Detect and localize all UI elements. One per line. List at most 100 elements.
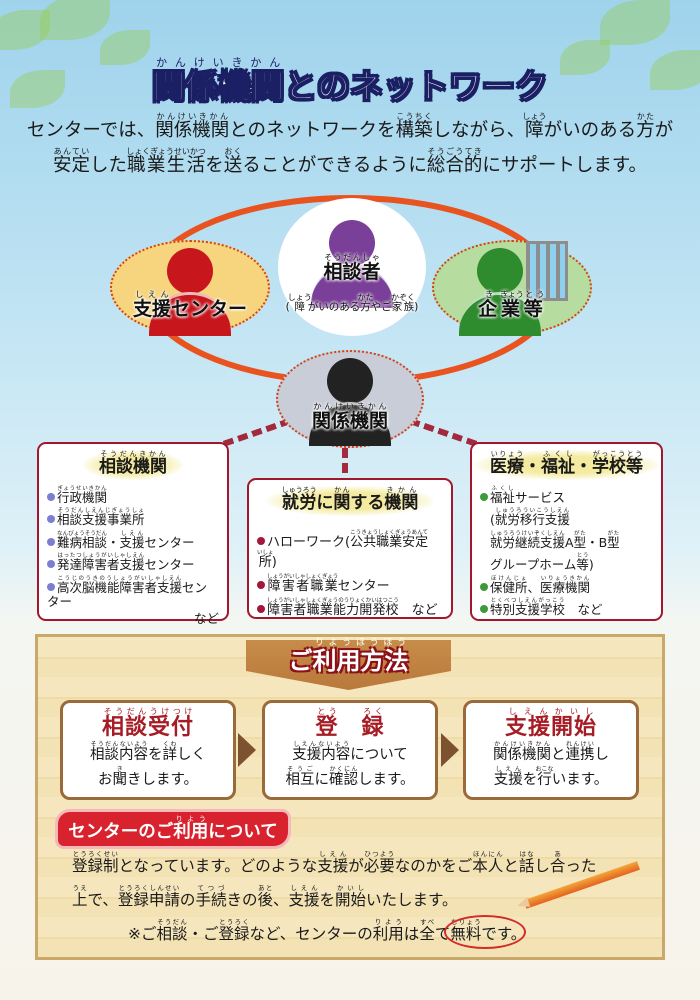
step-description: 相談内容そうだんないようを詳くわしく — [90, 741, 206, 763]
leaf-decoration — [600, 0, 670, 45]
ruby-text: 型がた — [573, 530, 587, 550]
ruby-text: 発達障害者支援はったつしょうがいしゃしえん — [57, 553, 145, 573]
box-item-list: ハローワーク(公共職業安定所こうきょうしょくぎょうあんていしょ)障害者職業しょう… — [249, 516, 451, 619]
ruby-text: 登録とうろく — [218, 918, 250, 943]
list-item: 障害者職業能力開発校しょうがいしゃしょくぎょうのうりょくかいはつこう など — [257, 598, 443, 619]
ruby-text: 関係機関かんけいきかん — [311, 402, 388, 432]
step-description: 関係機関かんけいきかんと連携れんけいし — [493, 741, 609, 763]
node-consultant: 相談者そうだんしゃ (障しょうがいのある方かたやご家族かぞく) — [278, 198, 426, 336]
ruby-text: 型がた — [607, 530, 620, 550]
ruby-text: 合あ — [549, 850, 566, 875]
ruby-text: 利用りよう — [372, 918, 404, 943]
list-item: 保健所ほけんじょ、医療機関いりょうきかん — [480, 576, 653, 595]
ruby-text: 相談そうだん — [156, 918, 188, 943]
ruby-text: 利用方法りようほうほう — [312, 638, 409, 675]
usage-title: ご利用方法りようほうほう — [288, 638, 409, 675]
bullet-icon — [47, 560, 55, 569]
list-item: 難病相談なんびょうそうだん・支援しえんセンター — [47, 531, 219, 550]
ruby-text: 手続てつづ — [195, 884, 227, 909]
step-description: 支援内容しえんないようについて — [292, 741, 408, 763]
ruby-text: 就労継続支援しゅうろうけいぞくしえん — [490, 530, 566, 550]
step-consultation: 相談受付そうだんうけつけ相談内容そうだんないようを詳くわしくお聞ききします。 — [60, 700, 236, 800]
step-registration: 登とう 録ろく支援内容しえんないようについて相互そうごに確認かくにんします。 — [262, 700, 438, 800]
ruby-text: 方かた — [636, 112, 655, 141]
bullet-icon — [480, 560, 488, 568]
ruby-text: 本人ほんにん — [472, 850, 504, 875]
ruby-text: 家族かぞく — [390, 293, 415, 313]
companies-label: 企き業ぎょう等とう — [434, 290, 590, 321]
bullet-icon — [257, 580, 265, 589]
bullet-icon — [480, 604, 488, 613]
ruby-text: 障害者職業しょうがいしゃしょくぎょう — [267, 573, 339, 594]
ruby-text: 上うえ — [72, 884, 88, 909]
ruby-text: 就労しゅうろう — [281, 486, 317, 513]
bullet-icon — [47, 515, 55, 524]
ruby-text: 聞き — [112, 765, 127, 788]
bullet-icon — [480, 582, 488, 591]
ruby-text: 開始かいし — [335, 884, 367, 909]
bullet-icon — [47, 582, 55, 591]
box-employment-agencies: 就労しゅうろうに関かんする機関きかんハローワーク(公共職業安定所こうきょうしょく… — [247, 478, 453, 619]
ruby-text: 支援しえん — [288, 884, 320, 909]
step-arrow-icon — [441, 733, 459, 767]
node-agencies: 関係機関かんけいきかん — [276, 350, 424, 448]
ruby-text: 障しょう — [287, 293, 312, 313]
ruby-text: 詳くわ — [162, 741, 178, 763]
list-item: 行政機関ぎょうせいきかん — [47, 486, 219, 505]
list-item: 福祉ふくしサービス — [480, 486, 653, 505]
ruby-text: 確認かくにん — [328, 765, 358, 788]
ruby-text: 録ろく — [361, 707, 385, 740]
person-icon — [309, 358, 391, 446]
ruby-text: 利用りよう — [173, 815, 209, 842]
bullet-icon — [47, 537, 55, 546]
consultant-label: 相談者そうだんしゃ — [278, 253, 426, 284]
person-icon — [311, 220, 393, 308]
ruby-text: 支援内容しえんないよう — [292, 741, 351, 763]
ruby-text: 話はな — [518, 850, 535, 875]
ruby-text: 医療いりょう — [490, 450, 524, 477]
ruby-text: 支援開始しえんかいし — [504, 707, 597, 740]
ruby-text: 公共職業安定所こうきょうしょくぎょうあんていしょ — [257, 530, 429, 570]
ruby-text: 支援しえん — [493, 765, 523, 788]
bullet-icon — [47, 493, 55, 501]
ruby-text: 総合的そうごうてき — [426, 147, 483, 176]
usage-paragraph-line-1: 登録制とうろくせいとなっています。どのような支援しえんが必要ひつようなのかをご本… — [72, 850, 597, 875]
ruby-text: 支援しえん — [119, 530, 145, 550]
step-title: 支援開始しえんかいし — [466, 707, 636, 741]
node-support-center: 支援しえんセンター — [110, 240, 270, 336]
ruby-text: 相談支援事業所そうだんしえんじぎょうしょ — [57, 508, 145, 528]
bullet-icon — [480, 493, 488, 501]
box-title: 相談機関そうだんきかん — [39, 450, 227, 480]
box-title: 医療いりょう・福祉ふくし・学校等がっこうとう — [472, 450, 661, 480]
bullet-icon — [480, 515, 488, 523]
list-item: 就労継続支援しゅうろうけいぞくしえんA型がた・B型がた — [480, 531, 653, 550]
free-highlight-circle — [444, 915, 526, 949]
support-center-label: 支援しえんセンター — [132, 290, 248, 320]
ruby-text: 障しょう — [522, 112, 547, 141]
ruby-text: 関係機関かんけいきかん — [155, 112, 230, 141]
ruby-text: 安定あんてい — [52, 147, 90, 176]
ruby-text: 相談内容そうだんないよう — [90, 741, 148, 763]
ruby-text: 等とう — [576, 553, 589, 573]
box-title: 就労しゅうろうに関かんする機関きかん — [249, 486, 451, 516]
ruby-text: 行政機関ぎょうせいきかん — [57, 486, 108, 505]
usage-paragraph-line-2: 上うえで、登録申請とうろくしんせいの手続てつづきの後あと、支援しえんを開始かいし… — [72, 884, 458, 909]
ruby-text: 必要ひつよう — [363, 850, 395, 875]
ruby-text: 等とう — [523, 290, 546, 320]
ruby-text: 登録申請とうろくしんせい — [117, 884, 180, 909]
box-item-list: 福祉ふくしサービス(就労移行支援しゅうろういこうしえん就労継続支援しゅうろうけい… — [472, 480, 661, 617]
ruby-text: 業ぎょう — [500, 290, 524, 320]
ruby-text: 方かた — [357, 293, 374, 313]
ruby-text: 高次脳機能障害者支援こうじのうきのうしょうがいしゃしえん — [57, 575, 183, 595]
leaf-decoration — [40, 0, 110, 40]
box-consultation-agencies: 相談機関そうだんきかん行政機関ぎょうせいきかん相談支援事業所そうだんしえんじぎょ… — [37, 442, 229, 626]
ruby-text: 送おく — [223, 147, 243, 176]
bullet-icon — [257, 604, 265, 613]
ruby-text: 関係機関かんけいきかん — [152, 56, 285, 107]
ruby-text: 支援しえん — [317, 850, 349, 875]
agencies-label: 関係機関かんけいきかん — [278, 402, 422, 433]
ruby-text: 相談者そうだんしゃ — [323, 253, 381, 283]
step-description: お聞ききします。 — [97, 765, 199, 788]
ruby-text: 機関きかん — [384, 486, 419, 513]
box-medical-welfare-schools: 医療いりょう・福祉ふくし・学校等がっこうとう福祉ふくしサービス(就労移行支援しゅ… — [470, 442, 663, 621]
